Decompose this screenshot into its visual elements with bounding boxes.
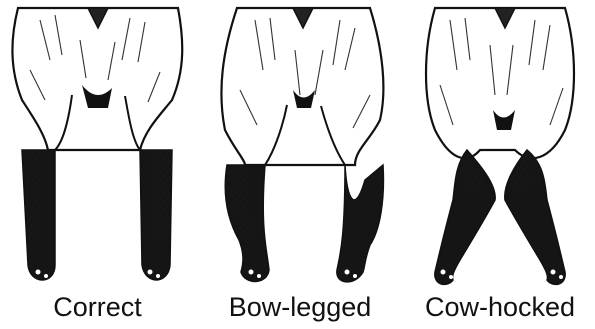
left-hoof: [36, 270, 41, 275]
left-hoof: [249, 270, 254, 275]
left-hoof: [441, 270, 446, 275]
correct-legs-illustration: [0, 0, 195, 290]
caption-bow-legged: Bow-legged: [205, 290, 395, 324]
left-leg: [435, 150, 495, 284]
right-hoof: [551, 270, 556, 275]
caption-correct: Correct: [0, 290, 195, 324]
right-hoof: [148, 270, 153, 275]
right-leg: [337, 165, 384, 282]
panel-bow-legged: Bow-legged: [205, 0, 395, 329]
right-leg: [505, 150, 565, 284]
caption-cow-hocked: Cow-hocked: [405, 290, 595, 324]
panel-cow-hocked: Cow-hocked: [405, 0, 595, 329]
cow-hocked-illustration: [405, 0, 595, 290]
panel-correct: Correct: [0, 0, 195, 329]
right-hoof: [345, 270, 350, 275]
bow-legged-illustration: [205, 0, 395, 290]
hindquarters-outline: [426, 8, 574, 158]
hindquarters-outline: [221, 8, 383, 165]
